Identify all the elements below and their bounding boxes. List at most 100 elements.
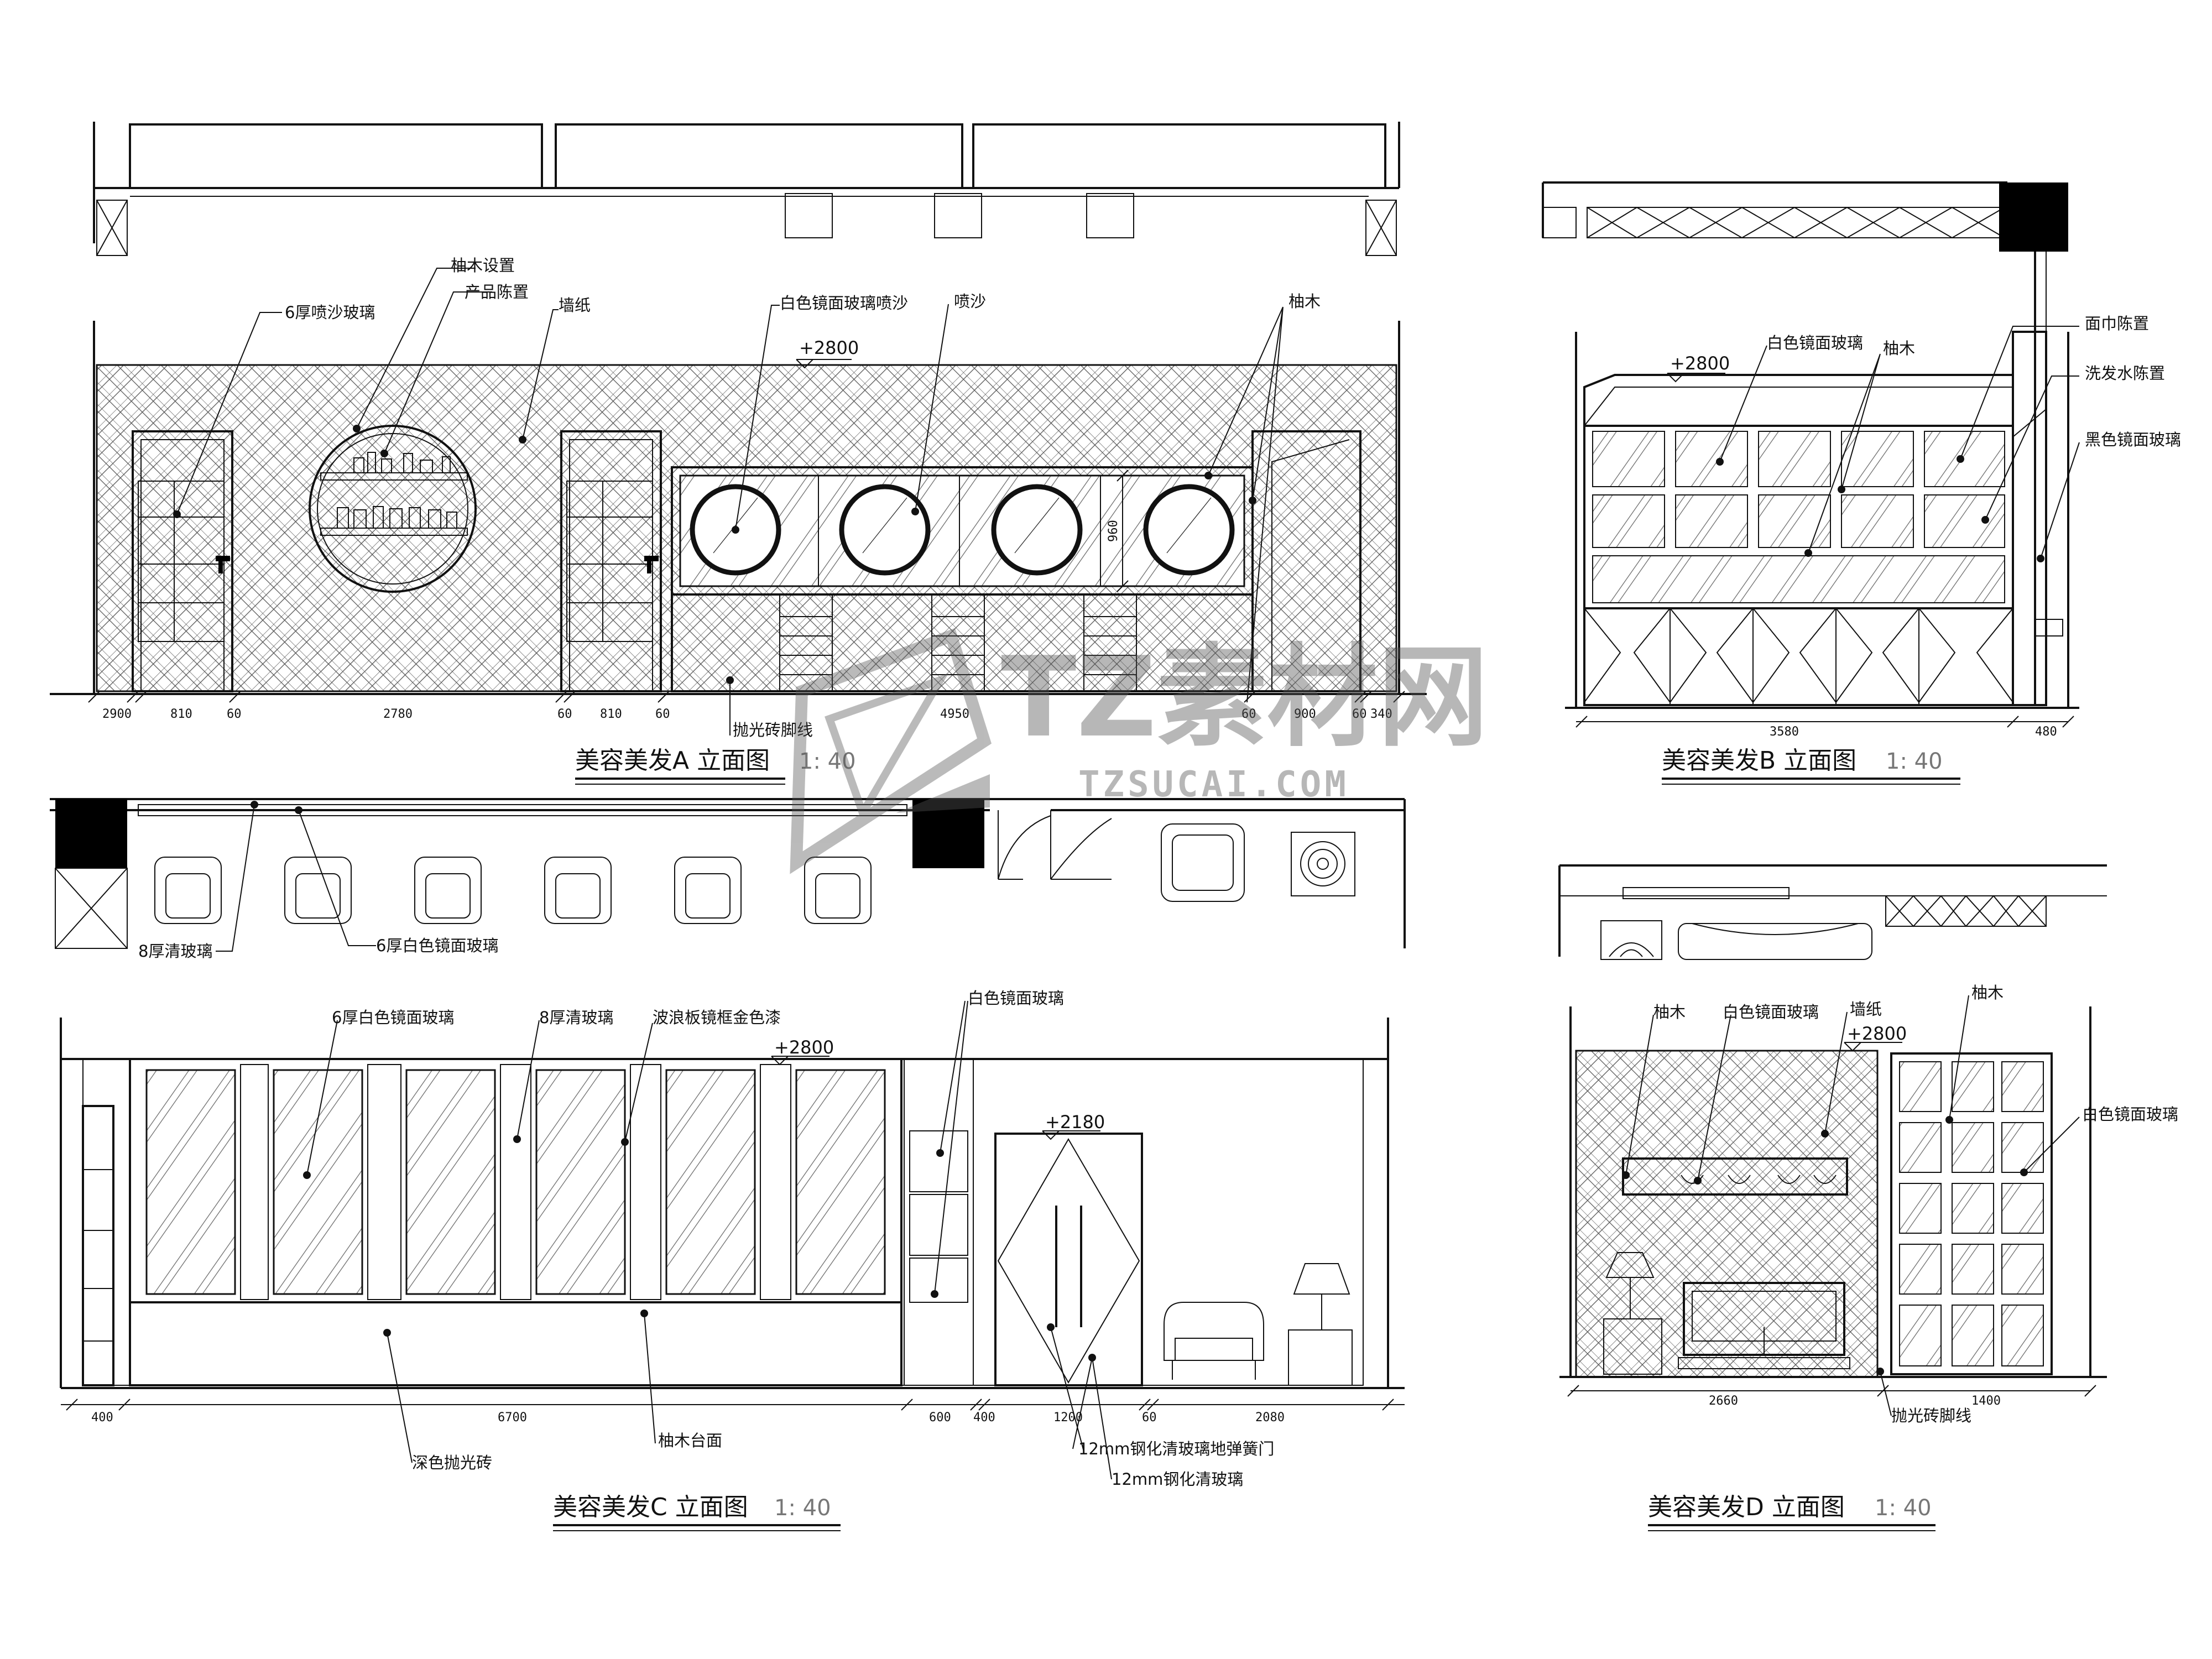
- elevation-a-mirror-dimension: 960: [1107, 469, 1129, 592]
- svg-text:柚木: 柚木: [1883, 339, 1915, 358]
- svg-text:340: 340: [1370, 707, 1392, 721]
- elevation-a-mirror-wall: [671, 466, 1254, 596]
- svg-text:60: 60: [655, 707, 670, 721]
- watermark-logo-icon: [790, 628, 992, 874]
- elevation-d-plan: [1558, 864, 2107, 960]
- svg-text:+2180: +2180: [1045, 1112, 1105, 1133]
- svg-text:900: 900: [1294, 707, 1316, 721]
- elevation-a-level-mark: +2800: [796, 337, 859, 369]
- svg-text:1: 40: 1: 40: [799, 749, 856, 774]
- watermark-url: TZSUCAI.COM: [1078, 764, 1349, 805]
- svg-text:60: 60: [1352, 707, 1367, 721]
- svg-text:3580: 3580: [1770, 725, 1799, 739]
- svg-text:深色抛光砖: 深色抛光砖: [412, 1453, 492, 1472]
- watermark-text: TZ素材网: [1001, 633, 1488, 762]
- svg-text:美容美发C 立面图: 美容美发C 立面图: [553, 1493, 748, 1521]
- svg-text:白色镜面玻璃喷沙: 白色镜面玻璃喷沙: [780, 294, 908, 312]
- svg-text:白色镜面玻璃: 白色镜面玻璃: [968, 989, 1064, 1008]
- svg-text:6厚白色镜面玻璃: 6厚白色镜面玻璃: [332, 1008, 454, 1027]
- svg-text:产品陈置: 产品陈置: [465, 283, 529, 301]
- svg-text:1400: 1400: [1971, 1394, 2001, 1408]
- svg-text:美容美发B 立面图: 美容美发B 立面图: [1662, 747, 1856, 775]
- svg-text:810: 810: [170, 707, 192, 721]
- svg-text:面巾陈置: 面巾陈置: [2085, 314, 2149, 333]
- svg-text:1: 40: 1: 40: [1875, 1495, 1932, 1521]
- elevation-a-door-right: [560, 430, 662, 692]
- svg-text:柚木: 柚木: [1971, 983, 2004, 1002]
- elevation-d-wallpaper: [1575, 1050, 1879, 1378]
- elevation-c-mirror-panels: [129, 1058, 902, 1303]
- elevation-c-glass-door: [994, 1133, 1143, 1386]
- svg-text:1: 40: 1: 40: [1886, 749, 1943, 774]
- watermark: TZ素材网 TZSUCAI.COM: [790, 628, 1488, 874]
- svg-text:60: 60: [557, 707, 572, 721]
- svg-text:洗发水陈置: 洗发水陈置: [2085, 364, 2165, 383]
- plan-strip: 8厚清玻璃 6厚白色镜面玻璃: [50, 798, 1406, 961]
- svg-text:8厚清玻璃: 8厚清玻璃: [539, 1008, 613, 1027]
- svg-text:+2800: +2800: [1670, 353, 1730, 374]
- elevation-c-dimensions: 400 6700 600 400 1200 60 2080: [61, 1399, 1405, 1425]
- svg-text:400: 400: [973, 1411, 995, 1425]
- svg-text:6700: 6700: [498, 1411, 527, 1425]
- svg-text:白色镜面玻璃: 白色镜面玻璃: [1767, 333, 1863, 352]
- elevation-c-shelf-left: [82, 1105, 114, 1386]
- elevation-b: 3580 480 +2800 白色镜面玻璃 柚木 面巾陈置 洗发水陈置 黑色镜面…: [1542, 181, 2181, 785]
- svg-text:60: 60: [227, 707, 242, 721]
- elevation-d-lamp: [1603, 1252, 1662, 1375]
- plan-column-left: [55, 799, 127, 868]
- elevation-a-ceiling: [93, 122, 1400, 256]
- svg-text:810: 810: [600, 707, 622, 721]
- svg-text:480: 480: [2035, 725, 2057, 739]
- svg-text:6厚白色镜面玻璃: 6厚白色镜面玻璃: [376, 936, 498, 955]
- svg-text:美容美发A 立面图: 美容美发A 立面图: [575, 747, 770, 775]
- elevation-c-title: 美容美发C 立面图 1: 40: [553, 1493, 841, 1531]
- svg-text:抛光砖脚线: 抛光砖脚线: [1891, 1406, 1971, 1425]
- elevation-c-level-marks: +2800 +2180: [771, 1037, 1105, 1140]
- elevation-a-dimensions: 2900 810 60 2780 60 810 60 4950 60 900 6…: [88, 691, 1405, 721]
- elevation-d-leaders: 柚木 白色镜面玻璃 墙纸 柚木 白色镜面玻璃 抛光砖脚线: [1622, 983, 2178, 1425]
- elevation-a-side-door: [1251, 430, 1361, 692]
- svg-text:2900: 2900: [102, 707, 132, 721]
- elevation-d: 2660 1400 +2800 柚木 白色镜面玻璃 墙纸 柚木 白色镜面玻璃 抛…: [1558, 864, 2178, 1531]
- elevation-b-side-panel: [2012, 331, 2063, 706]
- elevation-c: 400 6700 600 400 1200 60 2080 +2800 +218…: [60, 989, 1405, 1531]
- svg-text:柚木设置: 柚木设置: [451, 256, 515, 275]
- elevation-b-level-mark: +2800: [1667, 353, 1730, 383]
- svg-text:400: 400: [91, 1411, 113, 1425]
- svg-text:1200: 1200: [1053, 1411, 1083, 1425]
- elevation-a-leaders: 柚木设置 产品陈置 6厚喷沙玻璃 墙纸 白色镜面玻璃喷沙 喷沙 柚木 抛光砖脚线: [173, 256, 1321, 739]
- elevation-d-sofa: [1678, 1282, 1850, 1369]
- svg-text:60: 60: [1241, 707, 1256, 721]
- elevation-d-level-mark: +2800: [1844, 1023, 1907, 1052]
- svg-text:960: 960: [1107, 520, 1120, 542]
- elevation-d-title: 美容美发D 立面图 1: 40: [1648, 1493, 1936, 1531]
- elevation-b-shelving: [1583, 374, 2014, 706]
- svg-text:美容美发D 立面图: 美容美发D 立面图: [1648, 1493, 1845, 1521]
- svg-text:+2800: +2800: [799, 337, 859, 358]
- plan-chairs: [154, 857, 872, 924]
- svg-text:抛光砖脚线: 抛光砖脚线: [733, 721, 813, 739]
- svg-text:12mm钢化清玻璃: 12mm钢化清玻璃: [1112, 1470, 1243, 1489]
- elevation-a-door-left: [132, 430, 233, 692]
- svg-text:墙纸: 墙纸: [559, 296, 591, 315]
- svg-text:60: 60: [1142, 1411, 1157, 1425]
- svg-text:6厚喷沙玻璃: 6厚喷沙玻璃: [285, 303, 375, 322]
- elevation-c-wood-column: [904, 1058, 974, 1386]
- elevation-a-display-circle: [309, 425, 477, 593]
- elevation-d-dimensions: 2660 1400: [1567, 1385, 2096, 1408]
- elevation-a-title: 美容美发A 立面图 1: 40: [575, 747, 856, 785]
- svg-text:8厚清玻璃: 8厚清玻璃: [138, 942, 212, 961]
- svg-text:600: 600: [929, 1411, 951, 1425]
- svg-text:+2800: +2800: [774, 1037, 834, 1058]
- svg-text:柚木: 柚木: [1288, 292, 1321, 311]
- elevation-c-leaders: 6厚白色镜面玻璃 8厚清玻璃 波浪板镜框金色漆 白色镜面玻璃 深色抛光砖 柚木台…: [303, 989, 1274, 1489]
- elevation-c-armchair: [1164, 1302, 1264, 1380]
- svg-text:波浪板镜框金色漆: 波浪板镜框金色漆: [653, 1008, 781, 1027]
- svg-text:+2800: +2800: [1847, 1023, 1907, 1044]
- elevation-a: 2900 810 60 2780 60 810 60 4950 60 900 6…: [50, 122, 1427, 785]
- svg-text:黑色镜面玻璃: 黑色镜面玻璃: [2085, 430, 2181, 449]
- elevation-b-dimensions: 3580 480: [1575, 716, 2074, 739]
- svg-text:柚木台面: 柚木台面: [658, 1431, 722, 1450]
- elevation-d-glass-shelf: [1890, 1052, 2053, 1375]
